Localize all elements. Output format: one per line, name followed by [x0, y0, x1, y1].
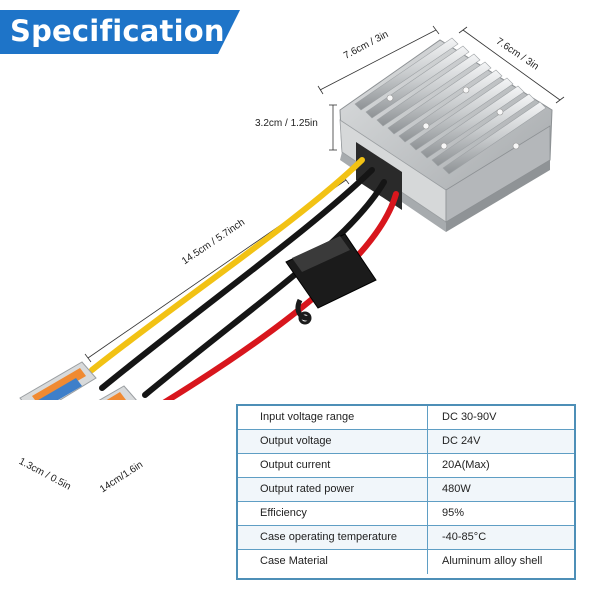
table-row: Case Material Aluminum alloy shell: [238, 550, 574, 574]
title-banner: [0, 10, 240, 54]
table-row: Efficiency 95%: [238, 502, 574, 526]
spec-value: 95%: [442, 507, 465, 519]
table-row: Output rated power 480W: [238, 478, 574, 502]
spec-label: Output voltage: [238, 430, 428, 453]
dimension-output-lead-label: 14cm/1.6in: [98, 459, 146, 496]
spec-value: 20A(Max): [442, 459, 490, 471]
fuse-holder: [285, 233, 377, 325]
spec-value: DC 24V: [442, 435, 481, 447]
spec-value: 480W: [442, 483, 471, 495]
dimension-height-label: 3.2cm / 1.25in: [255, 118, 318, 129]
table-row: Output current 20A(Max): [238, 454, 574, 478]
spec-label: Case operating temperature: [238, 526, 428, 549]
spec-value: Aluminum alloy shell: [442, 555, 543, 567]
dimension-connector-label: 1.3cm / 0.5in: [16, 456, 73, 493]
table-row: Output voltage DC 24V: [238, 430, 574, 454]
spec-value: DC 30-90V: [442, 411, 497, 423]
table-row: Input voltage range DC 30-90V: [238, 406, 574, 430]
spec-label: Output rated power: [238, 478, 428, 501]
lever-connectors: [19, 361, 137, 400]
spec-label: Case Material: [238, 550, 428, 574]
page-title: Specification: [10, 14, 225, 48]
table-row: Case operating temperature -40-85°C: [238, 526, 574, 550]
spec-label: Input voltage range: [238, 406, 428, 429]
product-illustration: [19, 25, 565, 400]
specification-table: Input voltage range DC 30-90V Output vol…: [236, 404, 576, 580]
spec-value: -40-85°C: [442, 531, 487, 543]
converter-housing: [339, 37, 553, 232]
spec-label: Efficiency: [238, 502, 428, 525]
spec-label: Output current: [238, 454, 428, 477]
